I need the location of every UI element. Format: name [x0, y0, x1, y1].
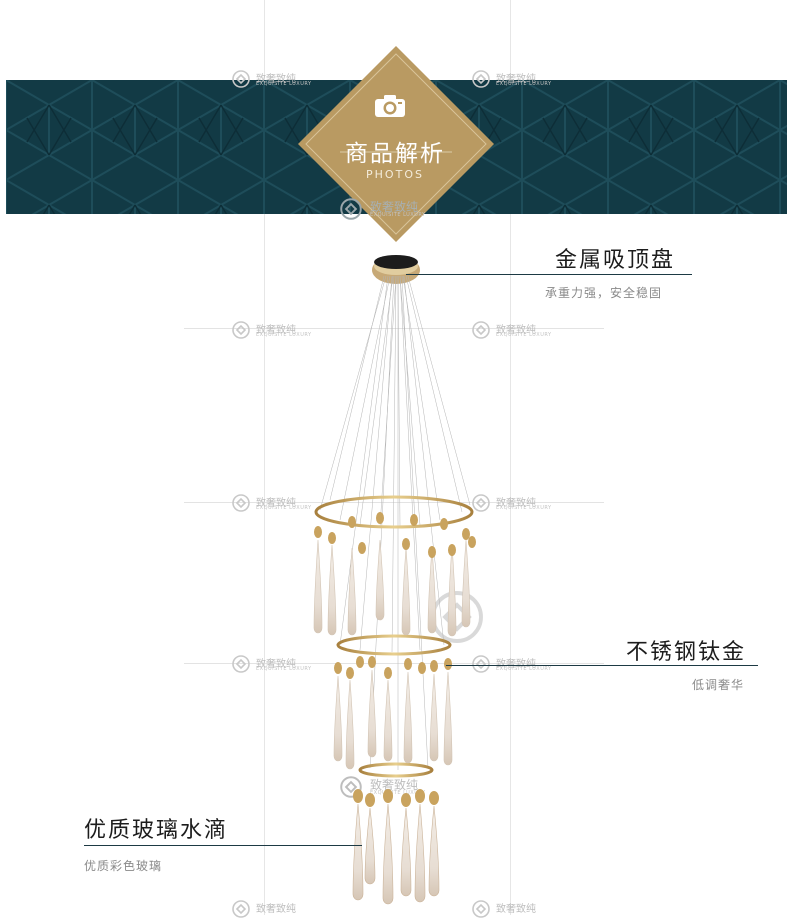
brand-logo-icon — [472, 321, 490, 339]
annotation-leader-glass — [84, 845, 362, 846]
watermark-brand-en: EXQUISITE LUXURY — [496, 81, 552, 87]
watermark-brand-en: EXQUISITE LUXURY — [496, 332, 552, 338]
watermark-brand-en: EXQUISITE LUXURY — [256, 505, 312, 511]
watermark-brand-cn: 致奢致纯 — [256, 904, 296, 915]
watermark-brand-en: EXQUISITE LUXURY — [370, 790, 426, 796]
watermark-brand-cn: 致奢致纯 — [256, 74, 296, 85]
watermark-brand-cn: 致奢致纯 — [496, 74, 536, 85]
watermark-brand-en: EXQUISITE LUXURY — [496, 666, 552, 672]
annotation-leader-canopy — [406, 274, 692, 275]
guide-line-h1 — [184, 328, 604, 329]
brand-logo-icon — [340, 198, 362, 220]
annotation-leader-ring — [446, 665, 758, 666]
watermark-brand-en: EXQUISITE LUXURY — [256, 81, 312, 87]
brand-logo-icon — [472, 494, 490, 512]
gold-ring-bottom — [358, 762, 434, 778]
brand-logo-icon — [472, 655, 490, 673]
annotation-title-canopy: 金属吸顶盘 — [555, 248, 676, 273]
gold-ring-middle — [336, 634, 452, 656]
brand-logo-icon — [232, 494, 250, 512]
camera-icon — [375, 95, 405, 117]
glass-drops-tier-3 — [352, 803, 440, 905]
watermark-brand-cn: 致奢致纯 — [370, 778, 419, 792]
gold-caps-tier-1 — [314, 512, 476, 558]
guide-line-h2 — [184, 502, 604, 503]
watermark-brand-en: EXQUISITE LUXURY — [256, 332, 312, 338]
annotation-subtitle-glass: 优质彩色玻璃 — [84, 859, 163, 873]
guide-line-left — [264, 0, 265, 915]
watermark-brand-cn: 致奢致纯 — [496, 904, 536, 915]
watermark-brand-cn: 致奢致纯 — [496, 325, 536, 336]
annotation-title-ring: 不锈钢钛金 — [626, 640, 747, 665]
watermark-brand-cn: 致奢致纯 — [370, 200, 419, 214]
guide-line-right — [510, 0, 511, 915]
brand-logo-icon — [232, 655, 250, 673]
suspension-wires — [319, 275, 471, 770]
glass-drops-tier-1 — [313, 539, 471, 637]
guide-line-h3 — [184, 663, 604, 664]
brand-logo-icon — [232, 321, 250, 339]
watermark-brand-en: EXQUISITE LUXURY — [496, 505, 552, 511]
banner-title: 商品解析 — [345, 141, 445, 167]
watermark-brand-cn: 致奢致纯 — [256, 659, 296, 670]
diamond-badge — [298, 46, 494, 242]
glass-drops-tier-2 — [333, 669, 453, 770]
brand-logo-icon — [340, 776, 362, 798]
annotation-subtitle-canopy: 承重力强，安全稳固 — [545, 286, 663, 300]
brand-logo-icon — [232, 70, 250, 88]
watermark-brand-en: EXQUISITE LUXURY — [256, 666, 312, 672]
watermark-brand-cn: 致奢致纯 — [496, 498, 536, 509]
gold-caps-tier-3 — [353, 789, 439, 807]
brand-logo-icon — [472, 70, 490, 88]
banner-subtitle: PHOTOS — [366, 168, 424, 181]
watermark-brand-cn: 致奢致纯 — [256, 498, 296, 509]
annotation-subtitle-ring: 低调奢华 — [692, 678, 745, 692]
watermark-brand-en: EXQUISITE LUXURY — [370, 212, 426, 218]
gold-ring-top — [314, 495, 474, 529]
gold-caps-tier-2 — [334, 656, 452, 679]
annotation-title-glass: 优质玻璃水滴 — [84, 818, 229, 843]
watermark-brand-cn: 致奢致纯 — [496, 655, 536, 670]
watermark-brand-cn: 致奢致纯 — [256, 325, 296, 336]
